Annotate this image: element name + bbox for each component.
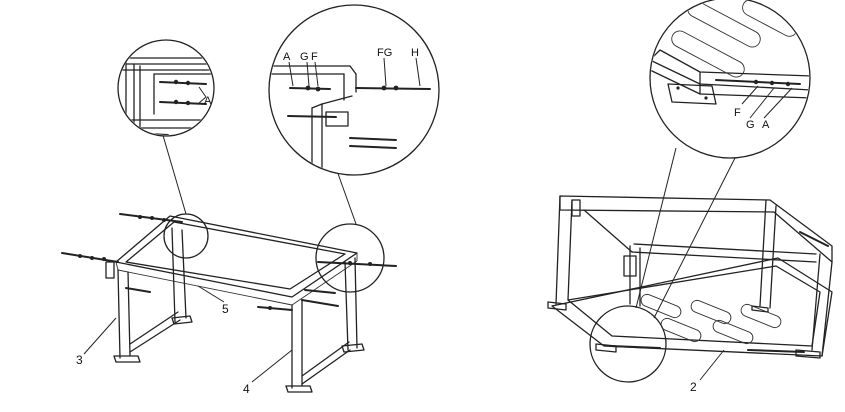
bolts-left: [61, 213, 183, 293]
detail-a-label-a: A: [204, 95, 212, 107]
detail-c-label-g: G: [746, 119, 755, 131]
detail-circle-a-origin: [163, 213, 209, 259]
detail-circle-c-origin: [589, 305, 667, 383]
top-frame-inner: [125, 221, 346, 290]
left-table-frame: A: [61, 4, 440, 396]
part-label-3: 3: [76, 353, 83, 367]
part-label-2: 2: [690, 380, 697, 394]
detail-b-label-h: H: [411, 47, 419, 59]
top-frame-outer: [115, 215, 358, 298]
frame-base-outer: [551, 257, 833, 357]
detail-b-label-a: A: [283, 51, 291, 63]
detail-c-label-a: A: [762, 119, 770, 131]
part-label-5: 5: [222, 302, 229, 316]
detail-c-label-f: F: [734, 107, 741, 119]
detail-c-magnifier: F G A: [649, 0, 811, 159]
detail-b-label-f: F: [311, 51, 318, 63]
leg-frame-right: [285, 257, 365, 393]
detail-a-magnifier: A: [117, 39, 215, 137]
detail-b-magnifier: A G F FG H: [268, 4, 440, 176]
detail-circle-b-origin: [315, 223, 385, 293]
part-label-4: 4: [243, 382, 250, 396]
leg-frame-left: [113, 227, 193, 363]
frame-base-inner: [567, 265, 821, 347]
detail-b-label-g: G: [300, 51, 309, 63]
right-inverted-frame: F G A 2: [547, 0, 833, 394]
detail-b-label-fg: FG: [377, 47, 392, 59]
